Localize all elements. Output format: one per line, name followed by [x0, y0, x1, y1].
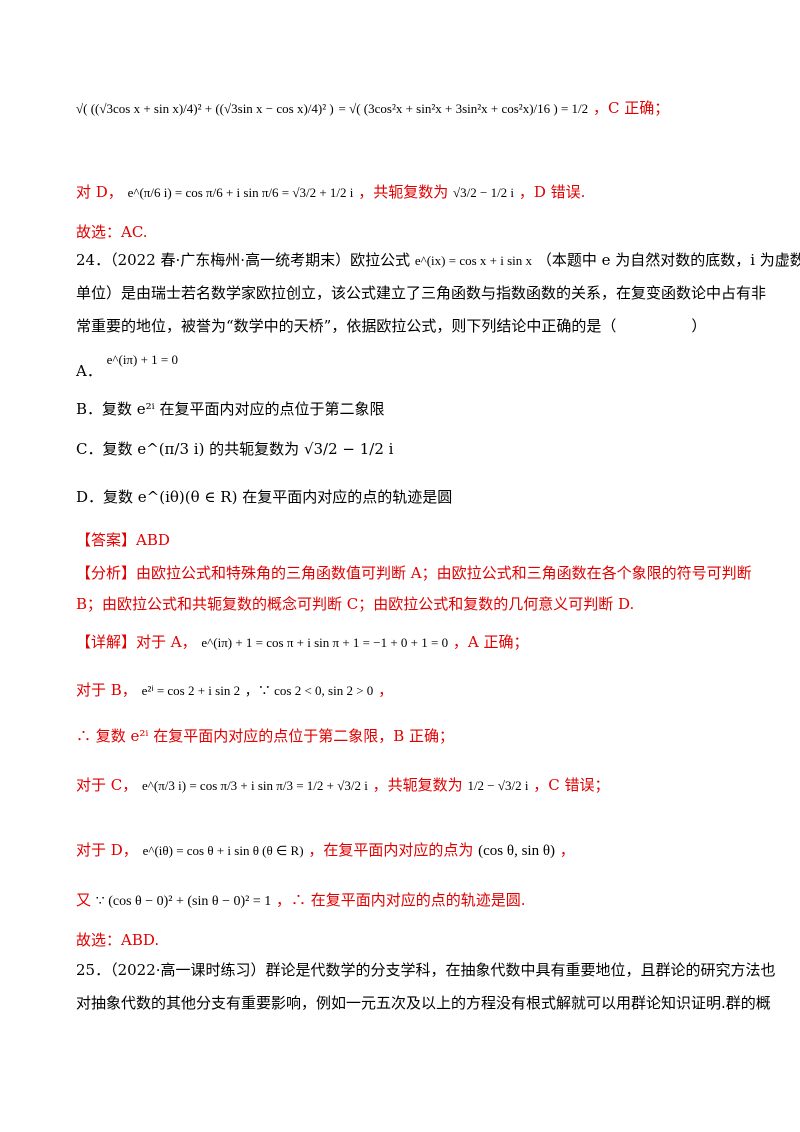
d-prefix: 对 D， — [76, 183, 123, 201]
top-formula-result: ，C 正确； — [592, 99, 670, 117]
detail-d2-prefix: 又 — [76, 891, 92, 909]
q25-line2: 对抽象代数的其他分支有重要影响，例如一元五次及以上的方程没有根式解就可以用群论知… — [76, 994, 771, 1012]
option-d: D．复数 e^(iθ)(θ ∈ R) 在复平面内对应的点的轨迹是圆 — [76, 488, 453, 506]
detail-d-point: (cos θ, sin θ) — [478, 843, 556, 859]
detail-b-formula: e²ⁱ = cos 2 + i sin 2 — [141, 683, 241, 698]
d-suffix: ，D 错误. — [518, 183, 586, 201]
q24-line2: 单位）是由瑞士若名数学家欧拉创立，该公式建立了三角函数与指数函数的关系，在复变函… — [76, 284, 767, 302]
detail-d-mid: ，在复平面内对应的点为 — [308, 841, 474, 859]
option-a-formula: e^(iπ) + 1 = 0 — [106, 352, 178, 367]
q24-line1: 24．（2022 春·广东梅州·高一统考期末）欧拉公式 e^(ix) = cos… — [76, 250, 800, 271]
q24-line1-a: 24．（2022 春·广东梅州·高一统考期末）欧拉公式 — [76, 251, 411, 269]
detail-c: 对于 C， e^(π/3 i) = cos π/3 + i sin π/3 = … — [76, 775, 610, 796]
q25-line1: 25．（2022·高一课时练习）群论是代数学的分支学科，在抽象代数中具有重要地位… — [76, 961, 776, 979]
d-mid: ，共轭复数为 — [358, 183, 449, 201]
q24-line1-b: （本题中 e 为自然对数的底数，i 为虚数 — [536, 251, 800, 269]
detail-c-formula: e^(π/3 i) = cos π/3 + i sin π/3 = 1/2 + … — [142, 778, 368, 793]
answer: 【答案】ABD — [76, 531, 170, 549]
detail-a-suffix: ，A 正确； — [452, 633, 529, 651]
option-a: A． e^(iπ) + 1 = 0 — [76, 348, 178, 380]
detail-c-prefix: 对于 C， — [76, 776, 138, 794]
detail-b-formula2: ，∵ cos 2 < 0, sin 2 > 0 — [244, 683, 374, 698]
detail-c-suffix: ，C 错误； — [533, 776, 610, 794]
option-b: B．复数 e²ⁱ 在复平面内对应的点位于第二象限 — [76, 400, 385, 418]
choice-ac: 故选：AC. — [76, 223, 148, 241]
q24-line3: 常重要的地位，被誉为“数学中的天桥”，依据欧拉公式，则下列结论中正确的是（ ） — [76, 317, 707, 335]
detail-b-prefix: 对于 B， — [76, 681, 137, 699]
analysis-line2: B；由欧拉公式和共轭复数的概念可判断 C；由欧拉公式和复数的几何意义可判断 D. — [76, 595, 635, 613]
d-formula: e^(π/6 i) = cos π/6 + i sin π/6 = √3/2 +… — [127, 185, 354, 200]
d-conj: √3/2 − 1/2 i — [452, 185, 515, 200]
detail-c-conj: 1/2 − √3/2 i — [467, 778, 529, 793]
detail-b1: 对于 B， e²ⁱ = cos 2 + i sin 2 ，∵ cos 2 < 0… — [76, 680, 393, 701]
choice-abd: 故选：ABD. — [76, 931, 160, 949]
detail-d-prefix: 对于 D， — [76, 841, 138, 859]
euler-formula: e^(ix) = cos x + i sin x — [414, 253, 533, 268]
detail-b-suffix: ， — [378, 681, 394, 699]
option-a-label: A． — [76, 362, 102, 380]
detail-d2-formula: ∵ (cos θ − 0)² + (sin θ − 0)² = 1 — [95, 894, 272, 909]
top-formula-line: √( ((√3cos x + sin x)/4)² + ((√3sin x − … — [76, 98, 669, 119]
detail-a: 【详解】对于 A， e^(iπ) + 1 = cos π + i sin π +… — [76, 632, 528, 653]
detail-d-suffix: ， — [559, 841, 575, 859]
detail-a-prefix: 【详解】对于 A， — [76, 633, 197, 651]
detail-d-formula: e^(iθ) = cos θ + i sin θ (θ ∈ R) — [142, 843, 304, 858]
detail-c-mid: ，共轭复数为 — [372, 776, 463, 794]
option-d-analysis: 对 D， e^(π/6 i) = cos π/6 + i sin π/6 = √… — [76, 182, 585, 203]
top-formula-eq: = √( (3cos²x + sin²x + 3sin²x + cos²x)/1… — [338, 101, 589, 116]
detail-b2: ∴ 复数 e²ⁱ 在复平面内对应的点位于第二象限，B 正确； — [76, 727, 455, 745]
detail-d2: 又 ∵ (cos θ − 0)² + (sin θ − 0)² = 1 ，∴ 在… — [76, 890, 526, 912]
detail-d2-suffix: ，∴ 在复平面内对应的点的轨迹是圆. — [276, 891, 526, 909]
detail-a-formula: e^(iπ) + 1 = cos π + i sin π + 1 = −1 + … — [201, 635, 449, 650]
detail-d1: 对于 D， e^(iθ) = cos θ + i sin θ (θ ∈ R) ，… — [76, 840, 575, 861]
option-c: C．复数 e^(π/3 i) 的共轭复数为 √3/2 − 1/2 i — [76, 440, 394, 458]
top-formula-left: √( ((√3cos x + sin x)/4)² + ((√3sin x − … — [76, 101, 334, 116]
analysis-line1: 【分析】由欧拉公式和特殊角的三角函数值可判断 A；由欧拉公式和三角函数在各个象限… — [76, 564, 752, 582]
